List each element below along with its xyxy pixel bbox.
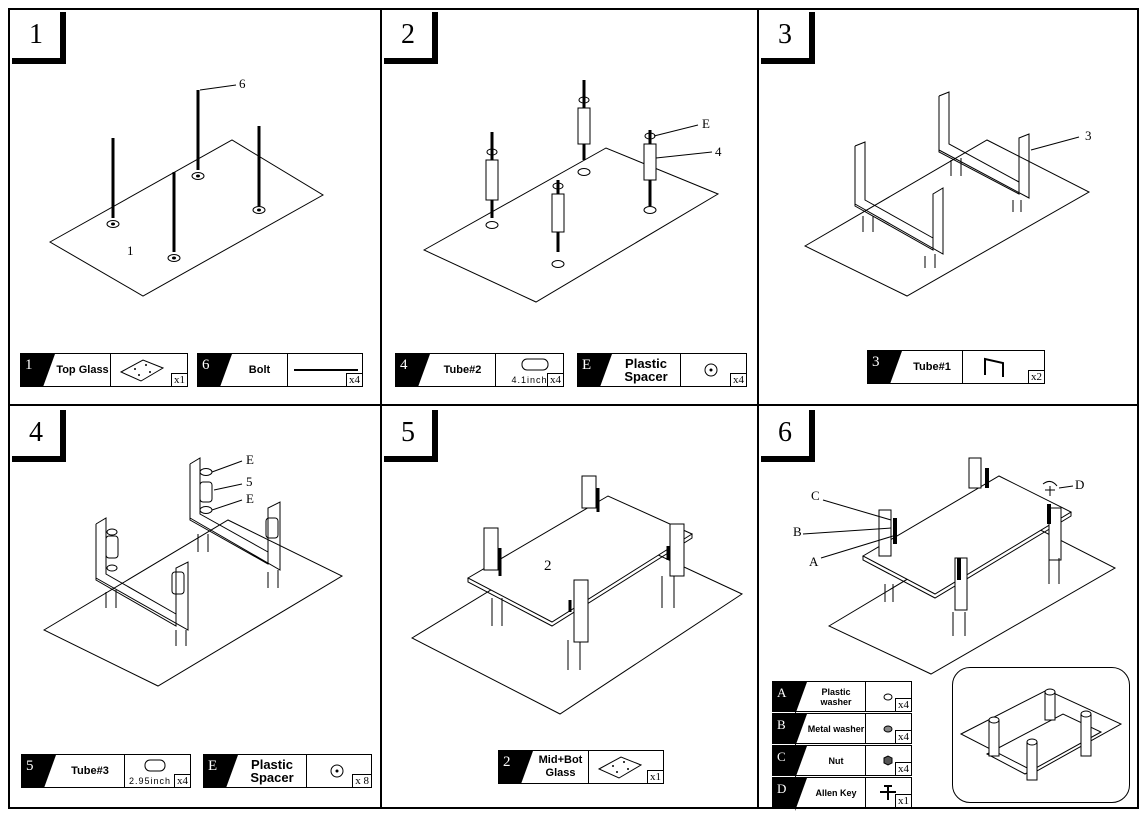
part-code: 1	[21, 354, 55, 387]
part-name: Allen Key	[795, 778, 866, 807]
part-quantity: x2	[1028, 370, 1044, 383]
label-plastic-washer-a: A	[809, 554, 819, 569]
step-4-panel: 4 E 5 E 5 Tube#3 2.95inch x4 E	[10, 408, 385, 806]
part-quantity: x1	[895, 794, 911, 807]
part-quantity: x1	[647, 770, 663, 783]
step-5-panel: 5 2 2 Mid+Bot Glass x1	[382, 408, 757, 806]
spacer-icon: x 8	[307, 755, 371, 787]
step-5-number: 5	[384, 410, 438, 462]
instruction-sheet	[8, 8, 1139, 809]
step-1-number: 1	[12, 12, 66, 64]
nut-icon: x4	[866, 746, 911, 775]
step-2-panel: 2 E 4 4 Tube#2 4.1inch x4 E Plastic Spac	[382, 10, 757, 408]
step-1-diagram	[48, 84, 324, 297]
label-spacer-e-top: E	[246, 452, 254, 467]
part-quantity: x4	[895, 762, 911, 775]
allen-key-icon: x1	[866, 778, 911, 807]
part-quantity: x1	[171, 373, 187, 386]
label-spacer-e: E	[702, 116, 710, 131]
part-name: Mid+Bot Glass	[521, 751, 589, 783]
part-code: 5	[22, 755, 56, 788]
step-3-number: 3	[761, 12, 815, 64]
step-4-number: 4	[12, 410, 66, 462]
part-code: A	[773, 682, 807, 715]
finished-table-illustration	[959, 688, 1123, 781]
part-quantity: x4	[895, 698, 911, 711]
step-1-panel: 1 6 1 1 Top Glass x1 6 Bolt x4	[10, 10, 385, 408]
washer-icon: x4	[866, 714, 911, 743]
part-name: Plastic washer	[795, 682, 866, 711]
label-tube-3: 3	[1085, 128, 1092, 143]
label-tube-5: 5	[246, 474, 253, 489]
label-spacer-e-bottom: E	[246, 491, 254, 506]
part-code: E	[578, 354, 612, 387]
part-card-bolt: 6 Bolt x4	[197, 353, 363, 387]
divider-horizontal	[8, 404, 1139, 406]
part-code: B	[773, 714, 807, 747]
part-code: D	[773, 778, 807, 811]
part-card-metal-washer: B Metal washer x4	[772, 713, 912, 747]
part-card-tube-2: 4 Tube#2 4.1inch x4	[395, 353, 564, 387]
part-name: Tube#2	[418, 354, 496, 386]
step-4-diagram	[42, 457, 344, 687]
step-5-diagram	[410, 475, 744, 715]
part-name: Tube#1	[890, 351, 963, 383]
divider-vertical-2	[757, 8, 759, 809]
part-quantity: x4	[346, 373, 362, 386]
part-quantity: x4	[895, 730, 911, 743]
part-card-allen-key: D Allen Key x1	[772, 777, 912, 811]
label-glass-1: 1	[127, 243, 134, 258]
part-card-plastic-washer: A Plastic washer x4	[772, 681, 912, 715]
part-card-plastic-spacer: E Plastic Spacer x4	[577, 353, 747, 387]
step-6-number: 6	[761, 410, 815, 462]
part-name: Nut	[795, 746, 866, 775]
spacer-icon: x4	[681, 354, 746, 386]
glass-panel-icon: x1	[111, 354, 187, 386]
bolt-icon: x4	[288, 354, 362, 386]
part-code: 4	[396, 354, 430, 387]
part-code: 6	[198, 354, 232, 387]
part-card-mid-bot-glass: 2 Mid+Bot Glass x1	[498, 750, 664, 784]
part-quantity: x4	[730, 373, 746, 386]
part-quantity: x 8	[352, 774, 371, 787]
step-6-panel: 6 C B A D A Plastic washer x4 B Metal	[759, 408, 1137, 811]
label-tube-4: 4	[715, 144, 722, 159]
part-card-tube-3: 5 Tube#3 2.95inch x4	[21, 754, 191, 788]
part-code: 2	[499, 751, 533, 784]
finished-table-preview	[952, 667, 1130, 803]
part-name: Metal washer	[795, 714, 866, 743]
label-bolt-6: 6	[239, 76, 246, 91]
part-name: Tube#3	[44, 755, 125, 787]
label-metal-washer-b: B	[793, 524, 802, 539]
u-frame-icon: x2	[963, 351, 1044, 383]
glass-panel-icon: x1	[589, 751, 663, 783]
part-name: Bolt	[220, 354, 288, 386]
part-code: C	[773, 746, 807, 779]
tube-icon: 2.95inch x4	[125, 755, 190, 787]
part-card-tube-1: 3 Tube#1 x2	[867, 350, 1045, 384]
part-name: Top Glass	[43, 354, 111, 386]
label-glass-2: 2	[544, 558, 552, 574]
tube-icon: 4.1inch x4	[496, 354, 563, 386]
part-name: Plastic Spacer	[600, 354, 681, 386]
step-3-panel: 3 3 3 Tube#1 x2	[759, 10, 1134, 408]
step-3-diagram	[803, 91, 1091, 297]
divider-vertical-1	[380, 8, 382, 809]
part-quantity: x4	[174, 774, 190, 787]
label-nut-c: C	[811, 488, 820, 503]
part-card-plastic-spacer: E Plastic Spacer x 8	[203, 754, 372, 788]
part-card-top-glass: 1 Top Glass x1	[20, 353, 188, 387]
part-code: E	[204, 755, 238, 788]
part-code: 3	[868, 351, 902, 384]
label-allen-key-d: D	[1075, 477, 1085, 492]
step-6-diagram	[802, 457, 1117, 675]
part-name: Plastic Spacer	[226, 755, 307, 787]
part-length: 2.95inch	[129, 776, 172, 786]
washer-icon: x4	[866, 682, 911, 711]
part-length: 4.1inch	[511, 375, 548, 385]
part-card-nut: C Nut x4	[772, 745, 912, 779]
step-2-diagram	[422, 80, 720, 303]
part-quantity: x4	[547, 373, 563, 386]
step-2-number: 2	[384, 12, 438, 64]
